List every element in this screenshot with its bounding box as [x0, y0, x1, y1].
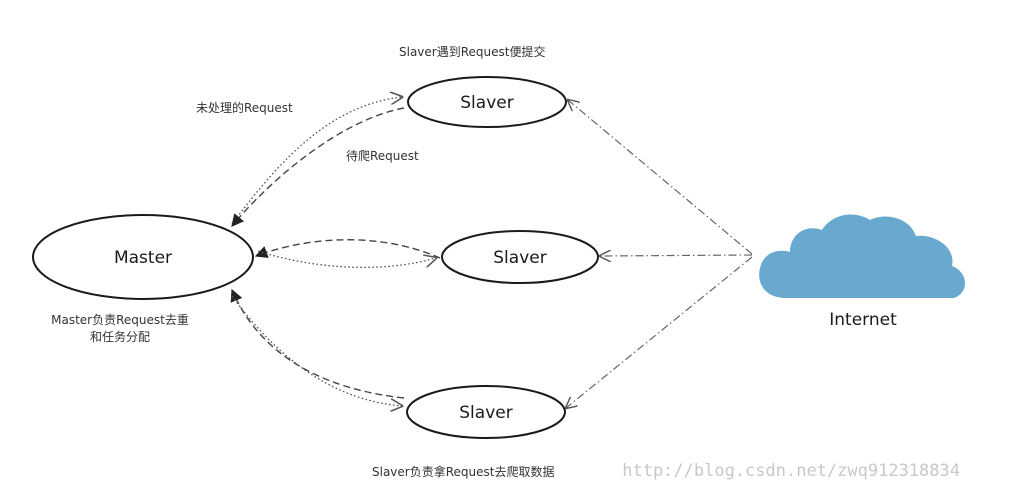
pending-request-arrow-top — [231, 107, 405, 227]
unprocessed-request-arrow-top — [231, 97, 402, 225]
slaver-top-label: Slaver — [460, 93, 513, 113]
slaver-submit-caption: Slaver遇到Request便提交 — [399, 44, 545, 59]
pending-request-caption: 待爬Request — [346, 149, 419, 163]
master-node: Master — [32, 214, 254, 300]
pending-request-arrow-bottom — [230, 288, 405, 399]
slaver-node-middle: Slaver — [441, 230, 599, 284]
internet-cloud-icon — [759, 214, 966, 298]
master-duty-caption-line2: 和任务分配 — [90, 329, 150, 344]
internet-to-bottom-slaver-arrow — [566, 256, 753, 408]
pending-request-arrow-middle — [254, 239, 441, 259]
slaver-node-top: Slaver — [407, 76, 567, 128]
slaver-node-bottom: Slaver — [406, 385, 566, 439]
master-duty-caption-line1: Master负责Request去重 — [51, 313, 189, 327]
master-label: Master — [114, 248, 172, 268]
slaver-middle-label: Slaver — [493, 248, 546, 268]
watermark-url: http://blog.csdn.net/zwq912318834 — [622, 461, 960, 481]
slaver-duty-caption: Slaver负责拿Request去爬取数据 — [372, 464, 554, 479]
internet-label: Internet — [829, 310, 897, 330]
slaver-bottom-label: Slaver — [459, 403, 512, 423]
unprocessed-request-arrow-middle — [257, 250, 436, 268]
internet-to-top-slaver-arrow — [568, 100, 753, 255]
unprocessed-request-caption: 未处理的Request — [196, 100, 293, 115]
internet-to-middle-slaver-arrow — [600, 255, 753, 256]
unprocessed-request-arrow-bottom — [231, 295, 402, 406]
